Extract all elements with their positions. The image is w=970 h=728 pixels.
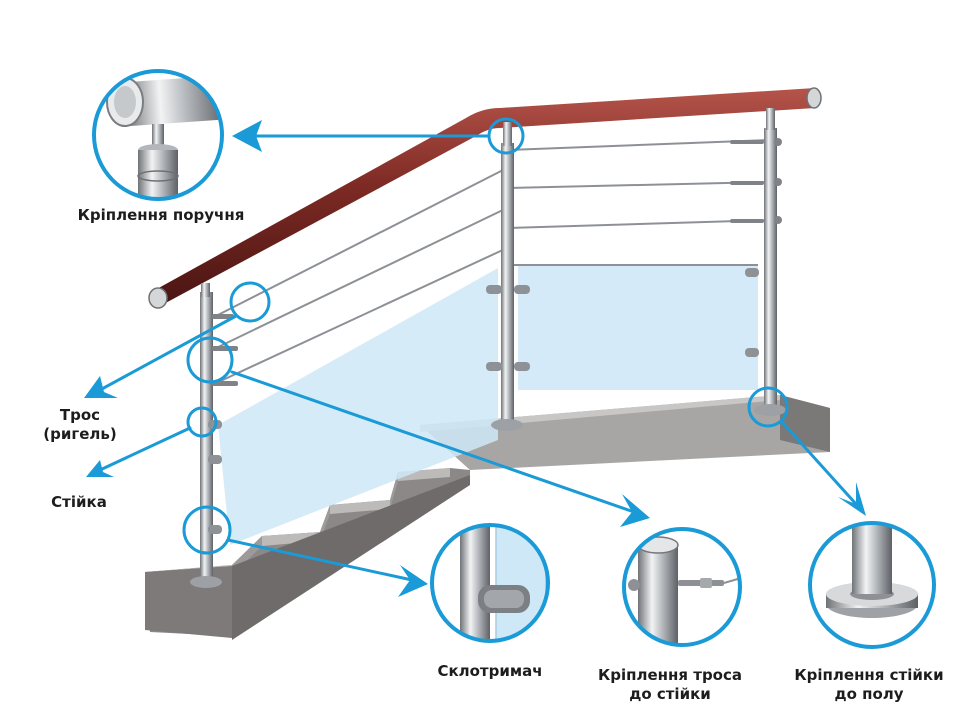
highlight-circles [182, 117, 789, 555]
arrow-post [98, 426, 192, 472]
label-post-to-floor-line1: Кріплення стійки [794, 666, 944, 684]
label-post: Стійка [51, 493, 107, 511]
posts [190, 128, 786, 588]
handrail [148, 87, 822, 309]
label-cable: Трос (ригель) [30, 406, 130, 444]
arrow-post-to-floor [780, 420, 858, 506]
glass-panels [218, 265, 758, 545]
label-handrail-mount: Кріплення поручня [77, 206, 245, 224]
label-cable-line2: (ригель) [43, 425, 117, 443]
label-cable-to-post-line2: до стійки [629, 685, 711, 703]
detail-glass-holder [430, 523, 550, 643]
detail-post-to-floor [808, 521, 936, 649]
cables [211, 139, 771, 386]
label-cable-to-post: Кріплення троса до стійки [590, 666, 750, 704]
label-cable-to-post-line1: Кріплення троса [598, 666, 742, 684]
arrow-cable-to-post [230, 370, 636, 514]
label-cable-line1: Трос [59, 406, 101, 424]
label-glass-holder: Склотримач [437, 662, 543, 680]
label-post-to-floor: Кріплення стійки до полу [784, 666, 954, 704]
arrow-glass-holder [226, 538, 414, 582]
callout-arrows [84, 120, 866, 597]
label-post-to-floor-line2: до полу [834, 685, 904, 703]
detail-cable-to-post [622, 527, 742, 647]
arrow-cable [98, 314, 238, 392]
glass-holders [208, 268, 759, 534]
cable-fittings [212, 138, 782, 386]
detail-handrail-mount [92, 69, 224, 201]
